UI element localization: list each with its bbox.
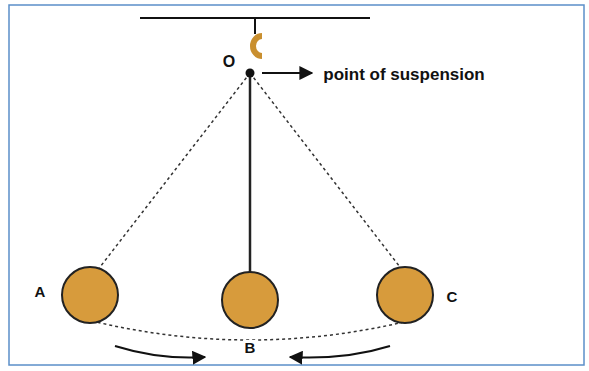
suspension-point: [246, 69, 255, 78]
bob: [222, 272, 278, 328]
frame-border: [9, 5, 584, 365]
leader-arrow: [262, 72, 312, 74]
hook: [253, 36, 262, 56]
callout-text: point of suspension: [321, 66, 487, 85]
string-left: [90, 73, 250, 280]
string-rest: [249, 73, 252, 274]
bob: [377, 267, 433, 323]
position-label: A: [33, 284, 48, 301]
hook-stem: [254, 18, 256, 34]
motion-arrow: [290, 346, 390, 358]
motion-arrow: [115, 346, 205, 358]
position-label: C: [445, 289, 460, 306]
bob: [62, 267, 118, 323]
point-label: O: [221, 53, 237, 71]
position-label: B: [243, 340, 258, 357]
string-right: [250, 73, 410, 280]
